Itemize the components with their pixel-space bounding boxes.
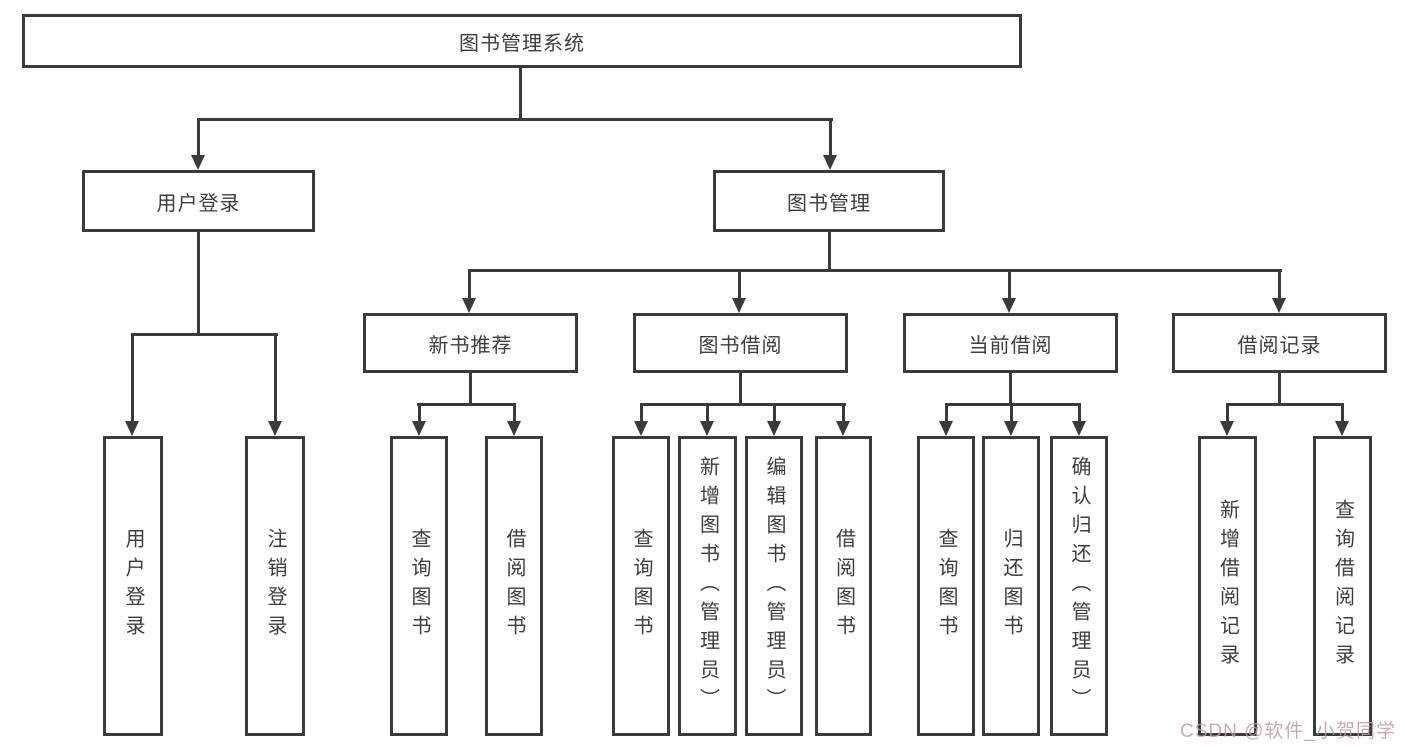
connector-book-mgmt-drop — [829, 118, 832, 158]
leaf-logout-label: 注销登录 — [264, 528, 286, 644]
connector-current-borrow-drop — [1008, 269, 1011, 299]
node-user-login-label: 用户登录 — [156, 192, 241, 215]
connector-leaf-drop — [706, 403, 709, 423]
node-book-management-label: 图书管理 — [787, 192, 871, 215]
connector-root-stem — [519, 68, 522, 120]
arrowhead-icon — [462, 298, 476, 313]
connector-new-book-stem — [469, 373, 472, 406]
node-borrow-records: 借阅记录 — [1172, 313, 1387, 373]
connector-book-mgmt-stem — [828, 232, 831, 272]
leaf-confirm-return-admin: 确认归还（管理员） — [1050, 436, 1108, 736]
leaf-query-borrow-record-label: 查询借阅记录 — [1331, 499, 1354, 673]
leaf-add-books-admin: 新增图书（管理员） — [678, 436, 737, 736]
leaf-query-books-2: 查询图书 — [612, 436, 670, 736]
leaf-add-borrow-record-label: 新增借阅记录 — [1216, 499, 1239, 673]
node-book-borrowing: 图书借阅 — [633, 313, 848, 373]
connector-logout-leaf-drop — [274, 333, 277, 423]
connector-user-login-rail — [131, 333, 278, 336]
arrowhead-icon — [191, 155, 205, 170]
node-user-login: 用户登录 — [82, 170, 315, 232]
arrowhead-icon — [634, 421, 648, 436]
connector-leaf-drop — [640, 403, 643, 423]
leaf-return-books: 归还图书 — [982, 436, 1040, 736]
leaf-user-login: 用户登录 — [103, 436, 163, 736]
node-book-management: 图书管理 — [713, 170, 945, 232]
arrowhead-icon — [732, 298, 746, 313]
connector-leaf-drop — [1078, 403, 1081, 423]
leaf-query-books-1-label: 查询图书 — [408, 528, 430, 644]
connector-borrow-records-rail — [1226, 403, 1344, 406]
connector-user-login-drop — [197, 118, 200, 158]
node-book-borrowing-label: 图书借阅 — [698, 334, 783, 357]
leaf-return-books-label: 归还图书 — [1000, 528, 1022, 644]
leaf-query-books-3: 查询图书 — [917, 436, 975, 736]
leaf-add-borrow-record: 新增借阅记录 — [1198, 436, 1257, 736]
node-borrow-records-label: 借阅记录 — [1237, 334, 1322, 357]
arrowhead-icon — [1220, 421, 1234, 436]
arrowhead-icon — [1004, 421, 1018, 436]
node-new-book-recommend-label: 新书推荐 — [428, 334, 513, 357]
node-new-book-recommend: 新书推荐 — [363, 313, 578, 373]
connector-user-login-stem — [197, 232, 200, 336]
connector-book-borrow-drop — [738, 269, 741, 299]
leaf-add-books-admin-label: 新增图书（管理员） — [696, 455, 719, 717]
leaf-user-login-label: 用户登录 — [122, 528, 144, 644]
connector-borrow-records-drop — [1278, 269, 1281, 299]
arrowhead-icon — [412, 421, 426, 436]
arrowhead-icon — [1002, 298, 1016, 313]
connector-leaf-drop — [945, 403, 948, 423]
leaf-borrow-books-2: 借阅图书 — [815, 436, 872, 736]
arrowhead-icon — [1072, 421, 1086, 436]
connector-leaf-drop — [513, 403, 516, 423]
arrowhead-icon — [939, 421, 953, 436]
connector-login-leaf-drop — [131, 333, 134, 423]
leaf-borrow-books-2-label: 借阅图书 — [832, 528, 855, 644]
connector-book-borrow-rail — [640, 403, 846, 406]
arrowhead-icon — [836, 421, 850, 436]
arrowhead-icon — [1335, 421, 1349, 436]
leaf-query-borrow-record: 查询借阅记录 — [1313, 436, 1372, 736]
connector-current-borrow-rail — [945, 403, 1081, 406]
arrowhead-icon — [125, 421, 139, 436]
connector-current-borrow-stem — [1009, 373, 1012, 406]
arrowhead-icon — [1272, 298, 1286, 313]
connector-leaf-drop — [1341, 403, 1344, 423]
connector-new-book-drop — [468, 269, 471, 299]
leaf-query-books-1: 查询图书 — [390, 436, 448, 736]
leaf-confirm-return-admin-label: 确认归还（管理员） — [1068, 455, 1090, 717]
connector-level3-rail — [468, 269, 1282, 272]
leaf-edit-books-admin-label: 编辑图书（管理员） — [763, 455, 785, 717]
leaf-borrow-books-1-label: 借阅图书 — [503, 528, 525, 644]
connector-leaf-drop — [418, 403, 421, 423]
arrowhead-icon — [507, 421, 521, 436]
connector-leaf-drop — [773, 403, 776, 423]
node-root: 图书管理系统 — [22, 14, 1022, 68]
connector-new-book-rail — [417, 403, 516, 406]
arrowhead-icon — [700, 421, 714, 436]
leaf-query-books-3-label: 查询图书 — [935, 528, 957, 644]
connector-level2-rail — [197, 118, 833, 121]
arrowhead-icon — [268, 421, 282, 436]
connector-leaf-drop — [1010, 403, 1013, 423]
csdn-watermark: CSDN @软件_小贺同学 — [1180, 721, 1396, 742]
leaf-query-books-2-label: 查询图书 — [630, 528, 652, 644]
leaf-logout: 注销登录 — [245, 436, 305, 736]
leaf-borrow-books-1: 借阅图书 — [485, 436, 543, 736]
node-current-borrowing: 当前借阅 — [903, 313, 1118, 373]
connector-book-borrow-stem — [739, 373, 742, 406]
arrowhead-icon — [823, 155, 837, 170]
connector-leaf-drop — [842, 403, 845, 423]
node-root-label: 图书管理系统 — [459, 32, 585, 55]
connector-borrow-records-stem — [1278, 373, 1281, 406]
leaf-edit-books-admin: 编辑图书（管理员） — [745, 436, 803, 736]
connector-leaf-drop — [1226, 403, 1229, 423]
node-current-borrowing-label: 当前借阅 — [968, 334, 1053, 357]
arrowhead-icon — [767, 421, 781, 436]
